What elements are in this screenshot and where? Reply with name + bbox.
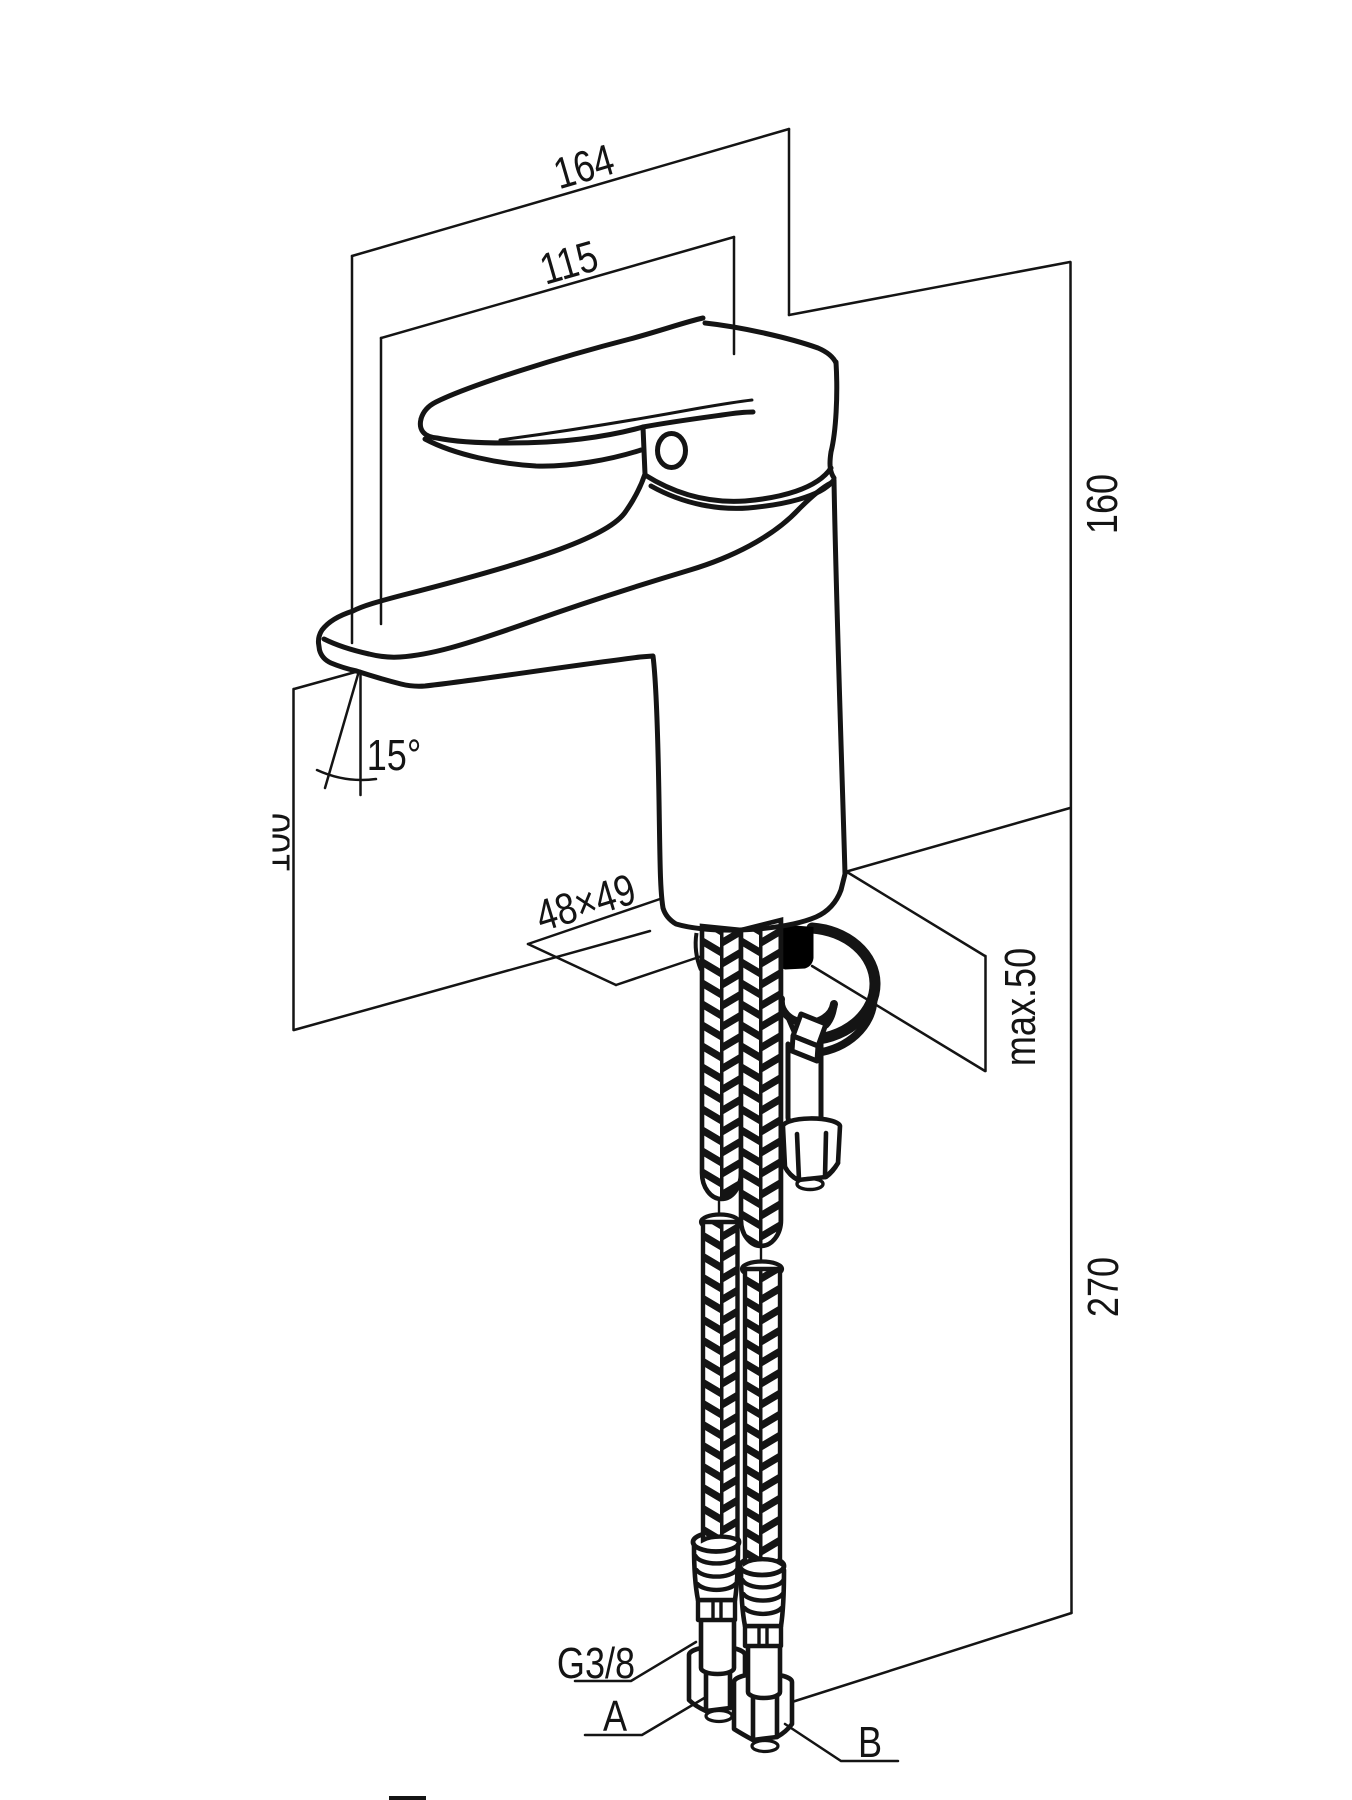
leader-g38 [573,1640,698,1683]
hose-left-lower [700,1219,740,1544]
washer-tab-front [789,1033,821,1064]
counter-edge-right [843,806,1072,874]
dim-15-slant [323,669,361,790]
hose-right-lower [742,1266,783,1567]
nut-facets [794,1130,829,1183]
cap-top [702,320,839,366]
dim-48x49-top [526,897,662,946]
fitting-right-collar-facets [757,1624,769,1648]
hose-fittings [686,1530,795,1754]
right-plane-top [787,260,1072,317]
hose-right-upper [738,917,784,1249]
lever-bottom [417,409,756,446]
dim-48x49-bottom [614,954,704,987]
lever-crease [498,398,754,442]
dim-max50-bottom [810,964,987,1073]
lever-belly [422,436,644,469]
dim-48x49-left [526,942,618,987]
dim-115-line [379,235,736,340]
overlay-lines [573,964,987,1763]
right-plane-bottom [790,1611,1073,1704]
dim-164-line [350,127,791,258]
fitting-left [686,1530,748,1724]
label-b: B [858,1718,882,1767]
cap-rim-inner [648,478,836,511]
cap-right [827,359,840,481]
washer-thickness [812,981,879,1057]
dim-max50-top [845,870,987,958]
nut-thread-stub [795,1176,825,1192]
dim-100-top [292,669,361,691]
leader-b [783,1722,900,1763]
hose-left-upper [699,923,744,1202]
spout-front-edge [321,480,834,660]
fitting-right-thread-stub [750,1738,780,1754]
label-48x49: 48×49 [530,865,641,942]
label-160: 160 [1078,474,1127,534]
counter-edge-left [292,929,652,1032]
mounting-nut [780,1116,843,1192]
label-a: A [603,1692,627,1741]
fitting-left-thread-stub [704,1708,734,1724]
nut-bottom-edges [782,1160,841,1183]
fitting-left-ferrule-rings [693,1553,740,1593]
fitting-left-collar [695,1597,738,1623]
logo-fragment [389,1796,426,1800]
supply-hoses [693,917,814,1567]
label-270: 270 [1079,1257,1128,1317]
label-115: 115 [535,231,604,294]
cap-rim-outer [642,465,834,504]
label-100: 100 [251,813,300,873]
dimension-lines [292,127,1073,1704]
faucet-outline [315,471,848,933]
label-15deg: 15° [367,731,422,780]
leader-a [583,1695,708,1737]
faucet [315,315,848,933]
mounting-stud [776,924,814,970]
fitting-right-collar [742,1623,784,1649]
dim-15-arc [315,768,378,782]
lever-indicator-hole [655,431,688,470]
label-164: 164 [548,135,620,199]
fitting-right-ferrule-rings [740,1577,786,1617]
lever-neck [640,424,648,477]
fitting-right [731,1554,795,1754]
dim-160-270-line [1069,260,1073,1615]
fitting-left-collar-facets [711,1598,723,1622]
label-max50: max.50 [996,948,1045,1066]
label-g38: G3/8 [557,1639,635,1688]
lever-top [418,315,706,422]
